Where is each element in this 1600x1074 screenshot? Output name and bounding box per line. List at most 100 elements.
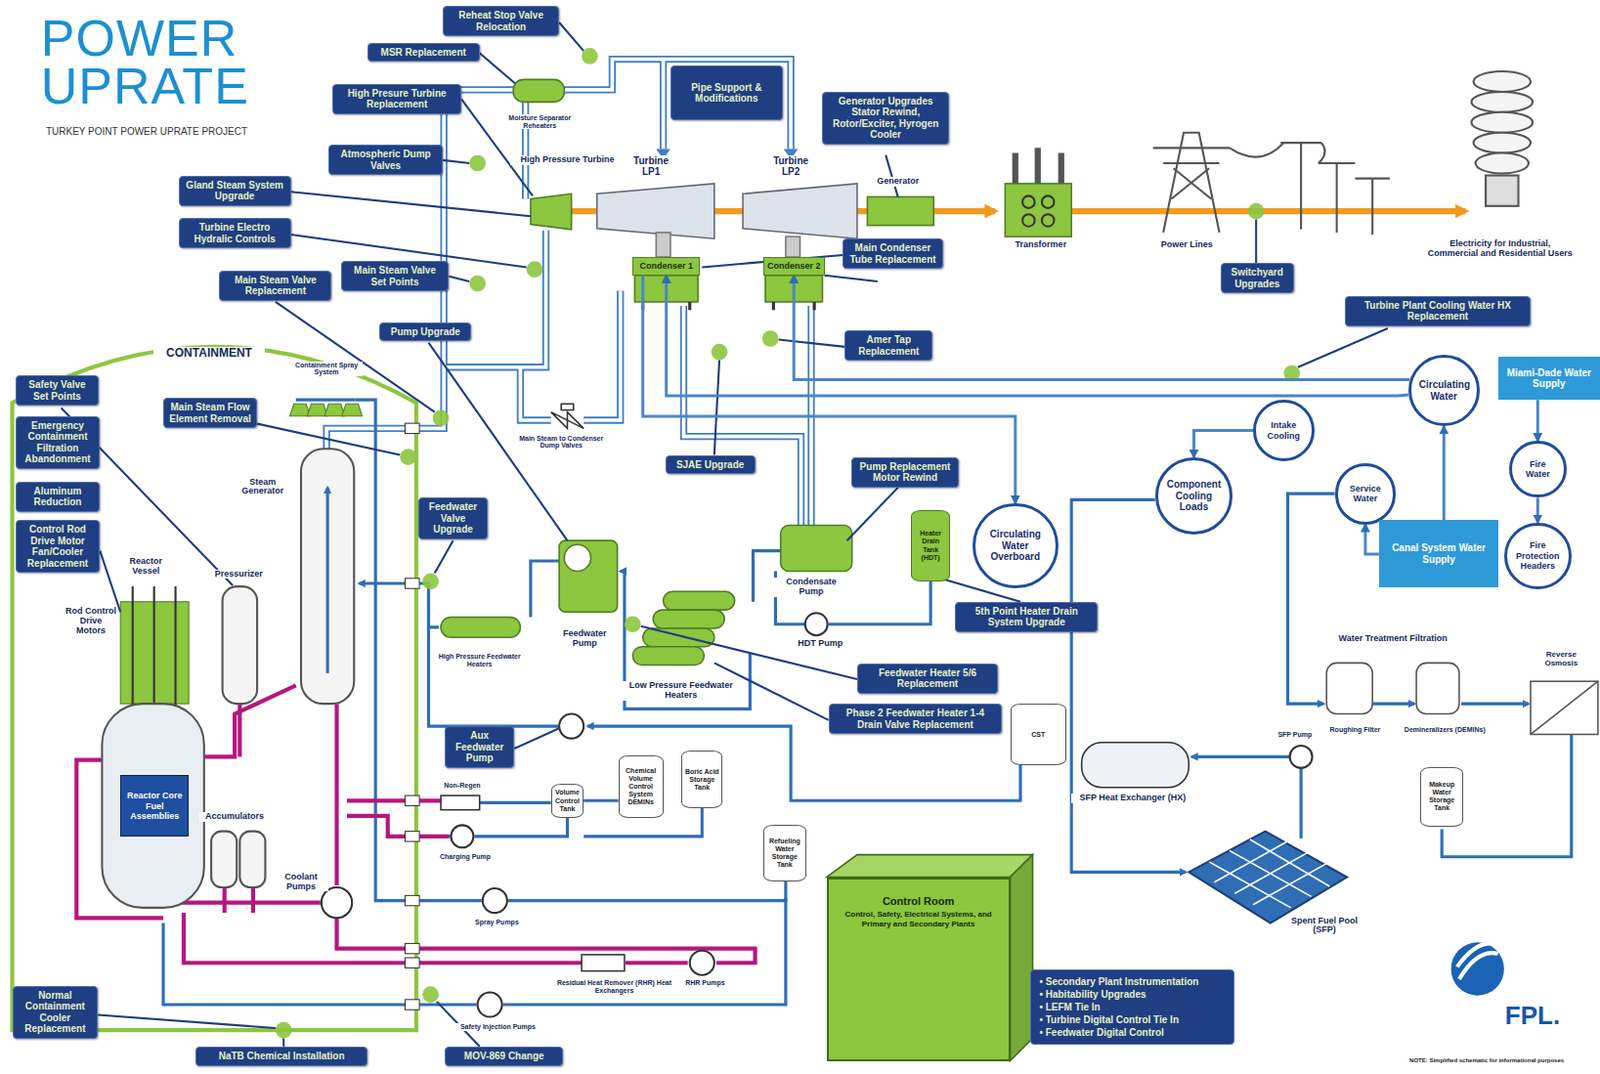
light-bulb bbox=[1470, 91, 1533, 113]
steam-generator bbox=[301, 448, 354, 704]
callout-box: Feedwater Valve Upgrade bbox=[418, 497, 488, 540]
water-pipe bbox=[508, 879, 786, 902]
node-text: Amer Tap Replacement bbox=[849, 334, 928, 357]
circle-inner: Service Water bbox=[1343, 483, 1386, 505]
callout-box: Main Steam Flow Element Removal bbox=[163, 397, 258, 429]
power-tower bbox=[1153, 132, 1230, 233]
upgrade-dot bbox=[526, 260, 544, 278]
part-label: Residual Heat Remover (RHR) Heat Exchang… bbox=[551, 979, 678, 995]
transformer bbox=[1004, 147, 1072, 237]
upgrade-dot bbox=[399, 448, 417, 466]
node-text: Condenser 1 bbox=[635, 260, 697, 271]
node-text: Circulating Water Overboard bbox=[985, 528, 1046, 563]
transformer bbox=[1015, 147, 1062, 184]
feedwater-equipment bbox=[440, 524, 853, 665]
turbine bbox=[866, 196, 934, 225]
node-text: Miami-Dade Water Supply bbox=[1502, 367, 1597, 390]
node-text: SJAE Upgrade bbox=[670, 459, 751, 472]
condenser-body bbox=[643, 302, 815, 310]
system-circle: Circulating Water Overboard bbox=[972, 503, 1059, 590]
part-label: Spent Fuel Pool (SFP) bbox=[1288, 916, 1362, 937]
steam-pipe bbox=[583, 290, 621, 421]
upgrade-dot bbox=[711, 344, 729, 361]
node-text: Makeup Water Storage Tank bbox=[1423, 780, 1461, 813]
callout-box: Main Steam Valve Replacement bbox=[218, 270, 332, 302]
logo-text: FPL. bbox=[1504, 1001, 1587, 1031]
upgrade-dot bbox=[1248, 203, 1265, 220]
node-text: Aluminum Reduction bbox=[20, 485, 96, 509]
steam-pipe bbox=[443, 230, 546, 368]
tank-cylinder: Chemical Volume Control System DEMINs bbox=[618, 755, 664, 820]
part-label: Demineralizers (DEMINs) bbox=[1401, 726, 1488, 735]
spent-fuel-pool bbox=[1209, 839, 1330, 909]
primary-loop bbox=[172, 892, 320, 903]
part-label: HDT Pump bbox=[791, 639, 849, 649]
transformer bbox=[1004, 183, 1072, 237]
primary-loop bbox=[183, 912, 582, 963]
node-text: Main Steam Flow Element Removal bbox=[168, 401, 253, 425]
feedwater-equipment bbox=[632, 647, 704, 666]
filter-vessel bbox=[1326, 662, 1599, 735]
steam-pipe bbox=[326, 89, 514, 449]
part-label: Charging Pump bbox=[434, 853, 497, 862]
node-text: Emergency Containment Filtration Abandon… bbox=[20, 420, 96, 466]
steam-pipe bbox=[326, 89, 514, 449]
pump-symbol bbox=[477, 993, 503, 1018]
part-label: Turbine LP1 bbox=[630, 155, 672, 177]
callout-box: MOV-869 Change bbox=[444, 1046, 563, 1067]
pump-symbol bbox=[482, 888, 508, 913]
spray-nozzles bbox=[342, 403, 363, 417]
system-circle: Intake Cooling bbox=[1253, 399, 1315, 462]
steam-pipe bbox=[583, 290, 621, 421]
pipe-connector bbox=[1442, 426, 1446, 520]
pipe-connector bbox=[1536, 399, 1540, 441]
tank-cylinder: Boric Acid Storage Tank bbox=[681, 750, 723, 808]
pump-symbol bbox=[1290, 745, 1313, 769]
filter-vessel bbox=[1530, 681, 1599, 735]
transformer bbox=[1041, 195, 1055, 209]
callout-box: Atmospheric Dump Valves bbox=[328, 144, 443, 175]
steam-generator bbox=[326, 487, 330, 674]
callout-list-box: • Secondary Plant Instrumentation• Habit… bbox=[1030, 969, 1235, 1045]
callout-box: Feedwater Heater 5/6 Replacement bbox=[857, 663, 998, 694]
part-label: Water Treatment Filtration bbox=[1316, 634, 1471, 645]
transformer bbox=[1022, 214, 1036, 227]
leader-line bbox=[448, 276, 470, 282]
pump-symbol bbox=[321, 887, 352, 918]
callout-box: Reheat Stop Valve Relocation bbox=[442, 5, 560, 37]
upgrade-dot bbox=[275, 47, 1300, 1038]
callout-box: Pump Upgrade bbox=[379, 322, 472, 343]
part-label: Accumulators bbox=[199, 812, 271, 822]
steam-pipe bbox=[561, 59, 791, 150]
pump-symbol bbox=[805, 612, 828, 636]
pipe-connector bbox=[793, 275, 1410, 381]
node-text: Reheat Stop Valve Relocation bbox=[447, 9, 555, 33]
node-text: Atmospheric Dump Valves bbox=[333, 148, 438, 172]
part-label: Reactor Vessel bbox=[114, 557, 178, 577]
leader-line bbox=[714, 359, 720, 455]
node-text: Safety Valve Set Points bbox=[20, 379, 95, 402]
primary-loop bbox=[346, 798, 441, 803]
water-pipe bbox=[428, 591, 559, 727]
water-pipe bbox=[1461, 702, 1529, 706]
callout-box: Aluminum Reduction bbox=[15, 481, 101, 513]
condenser-box: Condenser 2 bbox=[763, 257, 825, 276]
leader-line bbox=[514, 728, 560, 749]
steam-pipe bbox=[443, 230, 546, 368]
feedwater-equipment bbox=[652, 609, 725, 629]
water-pipe bbox=[296, 398, 356, 402]
water-pipe bbox=[474, 818, 567, 837]
node-subtext: • Turbine Digital Control Tie In bbox=[1038, 1013, 1226, 1027]
node-text: Turbine Electro Hydralic Controls bbox=[183, 221, 287, 245]
feedwater-equipment bbox=[643, 628, 715, 648]
light-bulb bbox=[1485, 175, 1518, 207]
node-text: MSR Replacement bbox=[372, 46, 476, 59]
node-text: • Secondary Plant Instrumentation bbox=[1038, 975, 1226, 989]
condenser-box: Condenser 1 bbox=[632, 257, 700, 276]
part-label: High Pressure Turbine bbox=[510, 155, 625, 166]
spray-nozzles bbox=[289, 403, 362, 417]
containment-wall bbox=[12, 346, 417, 1031]
upgrade-dot bbox=[469, 155, 486, 173]
leader-line bbox=[282, 1037, 285, 1046]
feedwater-equipment bbox=[663, 591, 736, 610]
